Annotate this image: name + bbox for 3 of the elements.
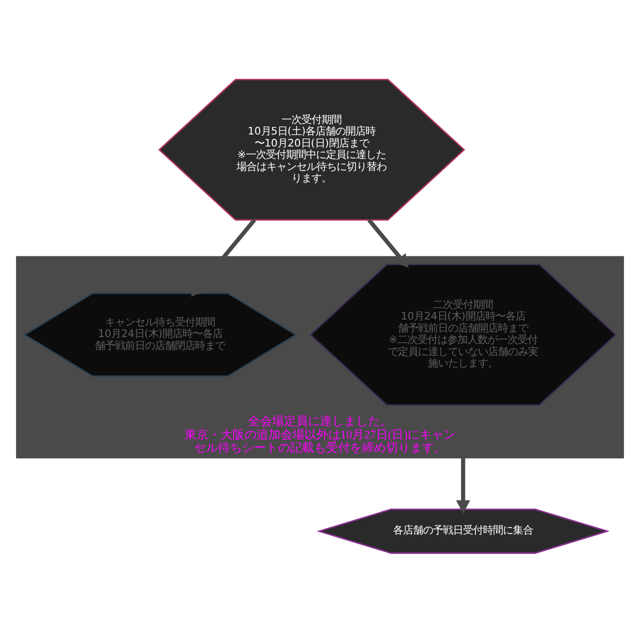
arrow [191, 218, 256, 297]
arrow [456, 458, 470, 514]
arrow [367, 218, 409, 268]
